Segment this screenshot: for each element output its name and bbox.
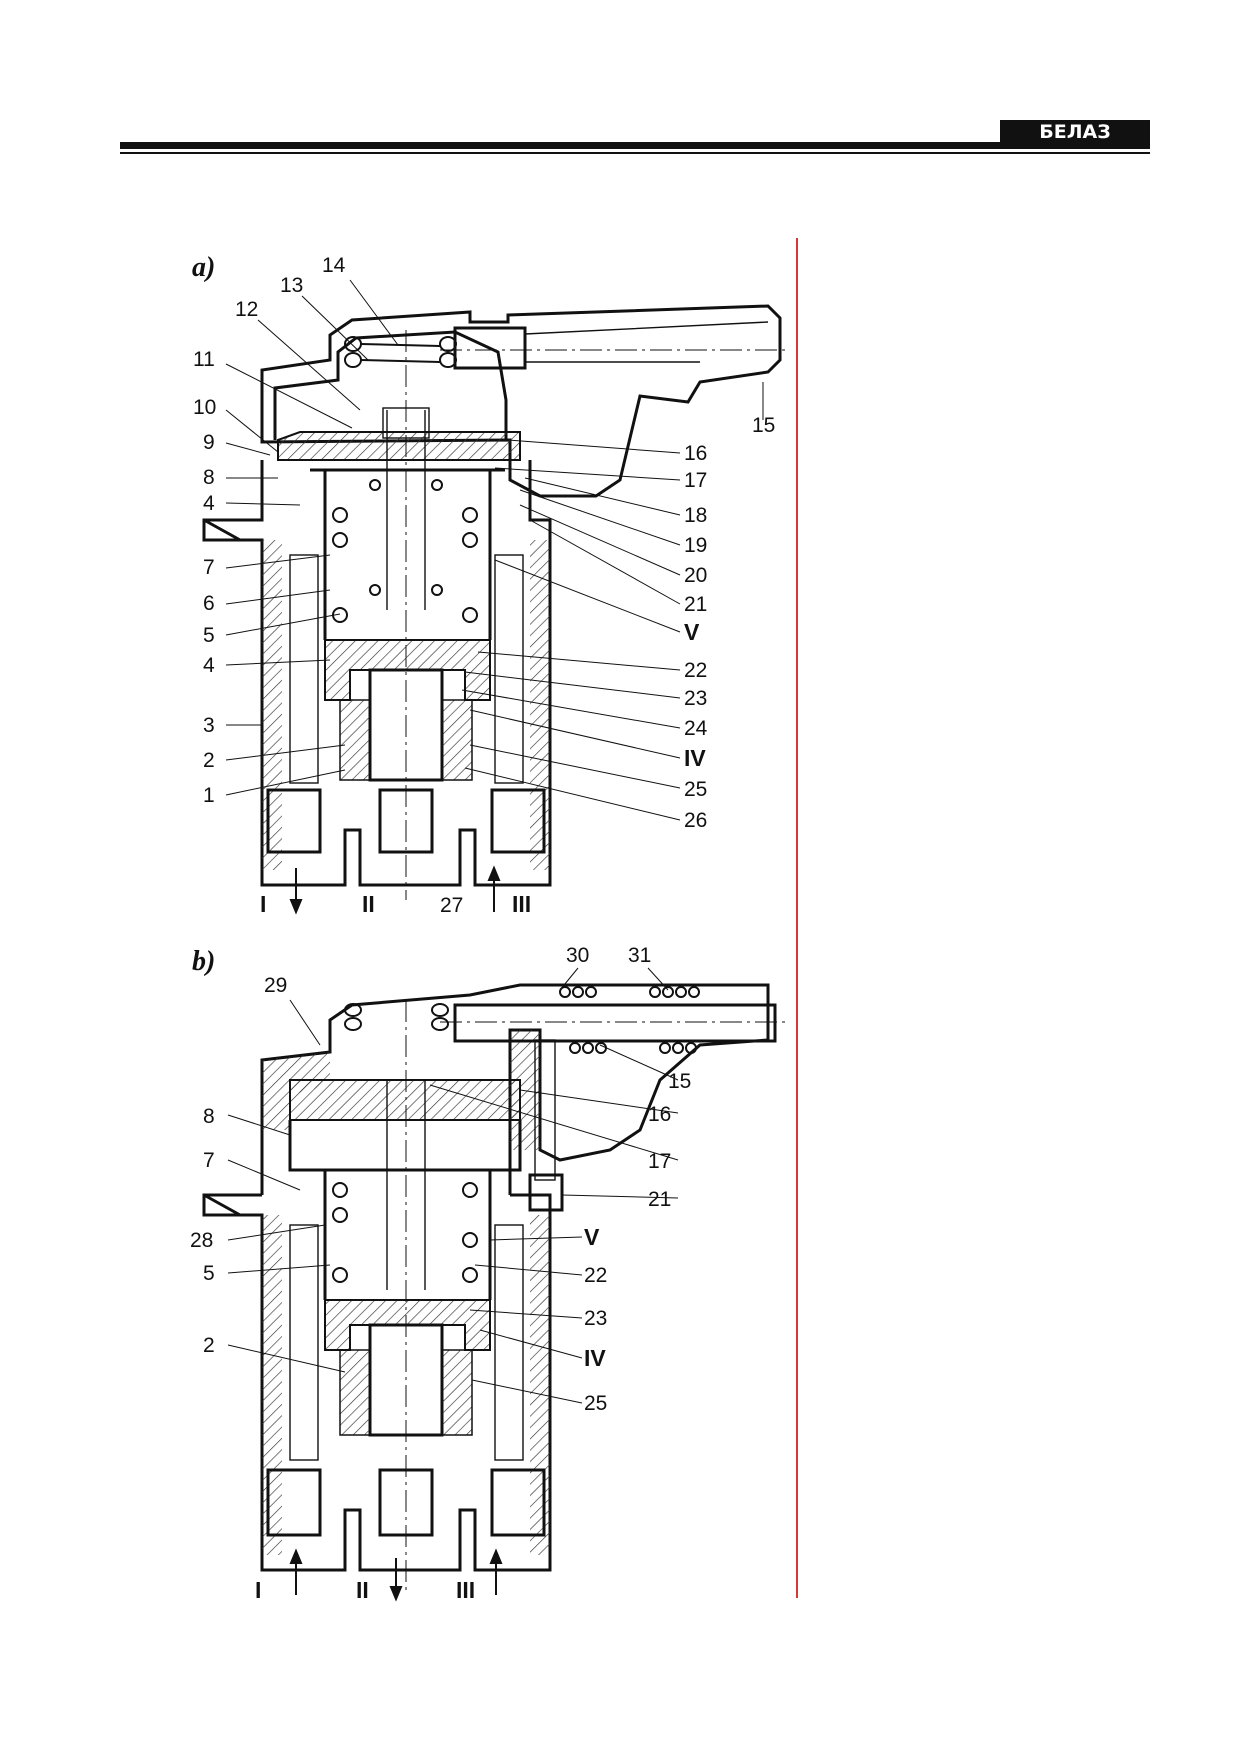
margin-line <box>796 238 798 1598</box>
callout-b-29: 29 <box>264 974 287 997</box>
callout-b-22: 22 <box>584 1264 607 1287</box>
port-a-II: II <box>362 891 375 917</box>
callout-b-16: 16 <box>648 1103 671 1126</box>
port-b-III: III <box>456 1577 475 1603</box>
callout-b-5: 5 <box>203 1262 215 1285</box>
callout-a-IV: IV <box>684 745 706 771</box>
callout-a-20: 20 <box>684 564 707 587</box>
callout-a-16: 16 <box>684 442 707 465</box>
callout-a-6: 6 <box>203 592 215 615</box>
callout-a-11: 11 <box>193 348 215 371</box>
callout-b-8: 8 <box>203 1105 215 1128</box>
callout-a-5: 5 <box>203 624 215 647</box>
callout-b-25: 25 <box>584 1392 607 1415</box>
port-b-I: I <box>255 1577 261 1603</box>
callout-a-14: 14 <box>322 254 346 277</box>
figure-a-port-labels: I II 27 III <box>260 891 531 917</box>
header-rule-thick <box>120 142 1150 149</box>
callout-a-24: 24 <box>684 717 708 740</box>
callout-a-17: 17 <box>684 469 707 492</box>
figure-b-drawing: b) <box>192 946 790 1602</box>
callout-b-2: 2 <box>203 1334 215 1357</box>
callout-a-19: 19 <box>684 534 707 557</box>
callout-a-25: 25 <box>684 778 707 801</box>
callout-b-15: 15 <box>668 1070 691 1093</box>
callout-b-31: 31 <box>628 944 651 967</box>
figure-b-callouts-right: 30 31 15 16 17 21 V 22 23 IV 25 <box>566 944 691 1415</box>
port-a-III: III <box>512 891 531 917</box>
callout-b-7: 7 <box>203 1149 215 1172</box>
callout-a-23: 23 <box>684 687 707 710</box>
callout-a-V: V <box>684 619 700 645</box>
figure-b-port-labels: I II III <box>255 1577 475 1603</box>
callout-a-7: 7 <box>203 556 215 579</box>
callout-b-21: 21 <box>648 1188 671 1211</box>
port-b-II: II <box>356 1577 369 1603</box>
callout-a-18: 18 <box>684 504 707 527</box>
figure-a-callouts-left: 14 13 12 11 10 9 8 4 7 6 5 4 3 2 1 <box>193 254 346 807</box>
brand-logo-text: БЕЛАЗ <box>1039 121 1110 143</box>
port-a-I: I <box>260 891 266 917</box>
figure-a-callouts-right: 15 16 17 18 19 20 21 V 22 23 24 IV 25 26 <box>684 414 775 832</box>
callout-a-26: 26 <box>684 809 707 832</box>
callout-a-12: 12 <box>235 298 258 321</box>
callout-b-IV: IV <box>584 1345 606 1371</box>
callout-b-17: 17 <box>648 1150 671 1173</box>
callout-a-4-lower: 4 <box>203 654 215 677</box>
callout-a-1: 1 <box>203 784 215 807</box>
callout-a-9: 9 <box>203 431 215 454</box>
callout-a-3: 3 <box>203 714 215 737</box>
callout-b-23: 23 <box>584 1307 607 1330</box>
callout-a-22: 22 <box>684 659 707 682</box>
figure-a-drawing: a) <box>192 252 790 915</box>
callout-a-27: 27 <box>440 894 463 917</box>
callout-a-13: 13 <box>280 274 303 297</box>
callout-b-30: 30 <box>566 944 589 967</box>
callout-b-V: V <box>584 1224 600 1250</box>
callout-a-2: 2 <box>203 749 215 772</box>
callout-b-28: 28 <box>190 1229 213 1252</box>
figure-a-label: a) <box>192 252 215 283</box>
callout-a-21: 21 <box>684 593 707 616</box>
callout-a-10: 10 <box>193 396 216 419</box>
callout-a-15: 15 <box>752 414 775 437</box>
callout-a-8: 8 <box>203 466 215 489</box>
callout-a-4-upper: 4 <box>203 492 215 515</box>
belaz-logo: БЕЛАЗ <box>1000 120 1150 143</box>
figure-b-callouts-left: 29 8 7 28 5 2 <box>190 974 287 1357</box>
figure-b-label: b) <box>192 946 215 977</box>
header-rule-thin <box>120 152 1150 154</box>
